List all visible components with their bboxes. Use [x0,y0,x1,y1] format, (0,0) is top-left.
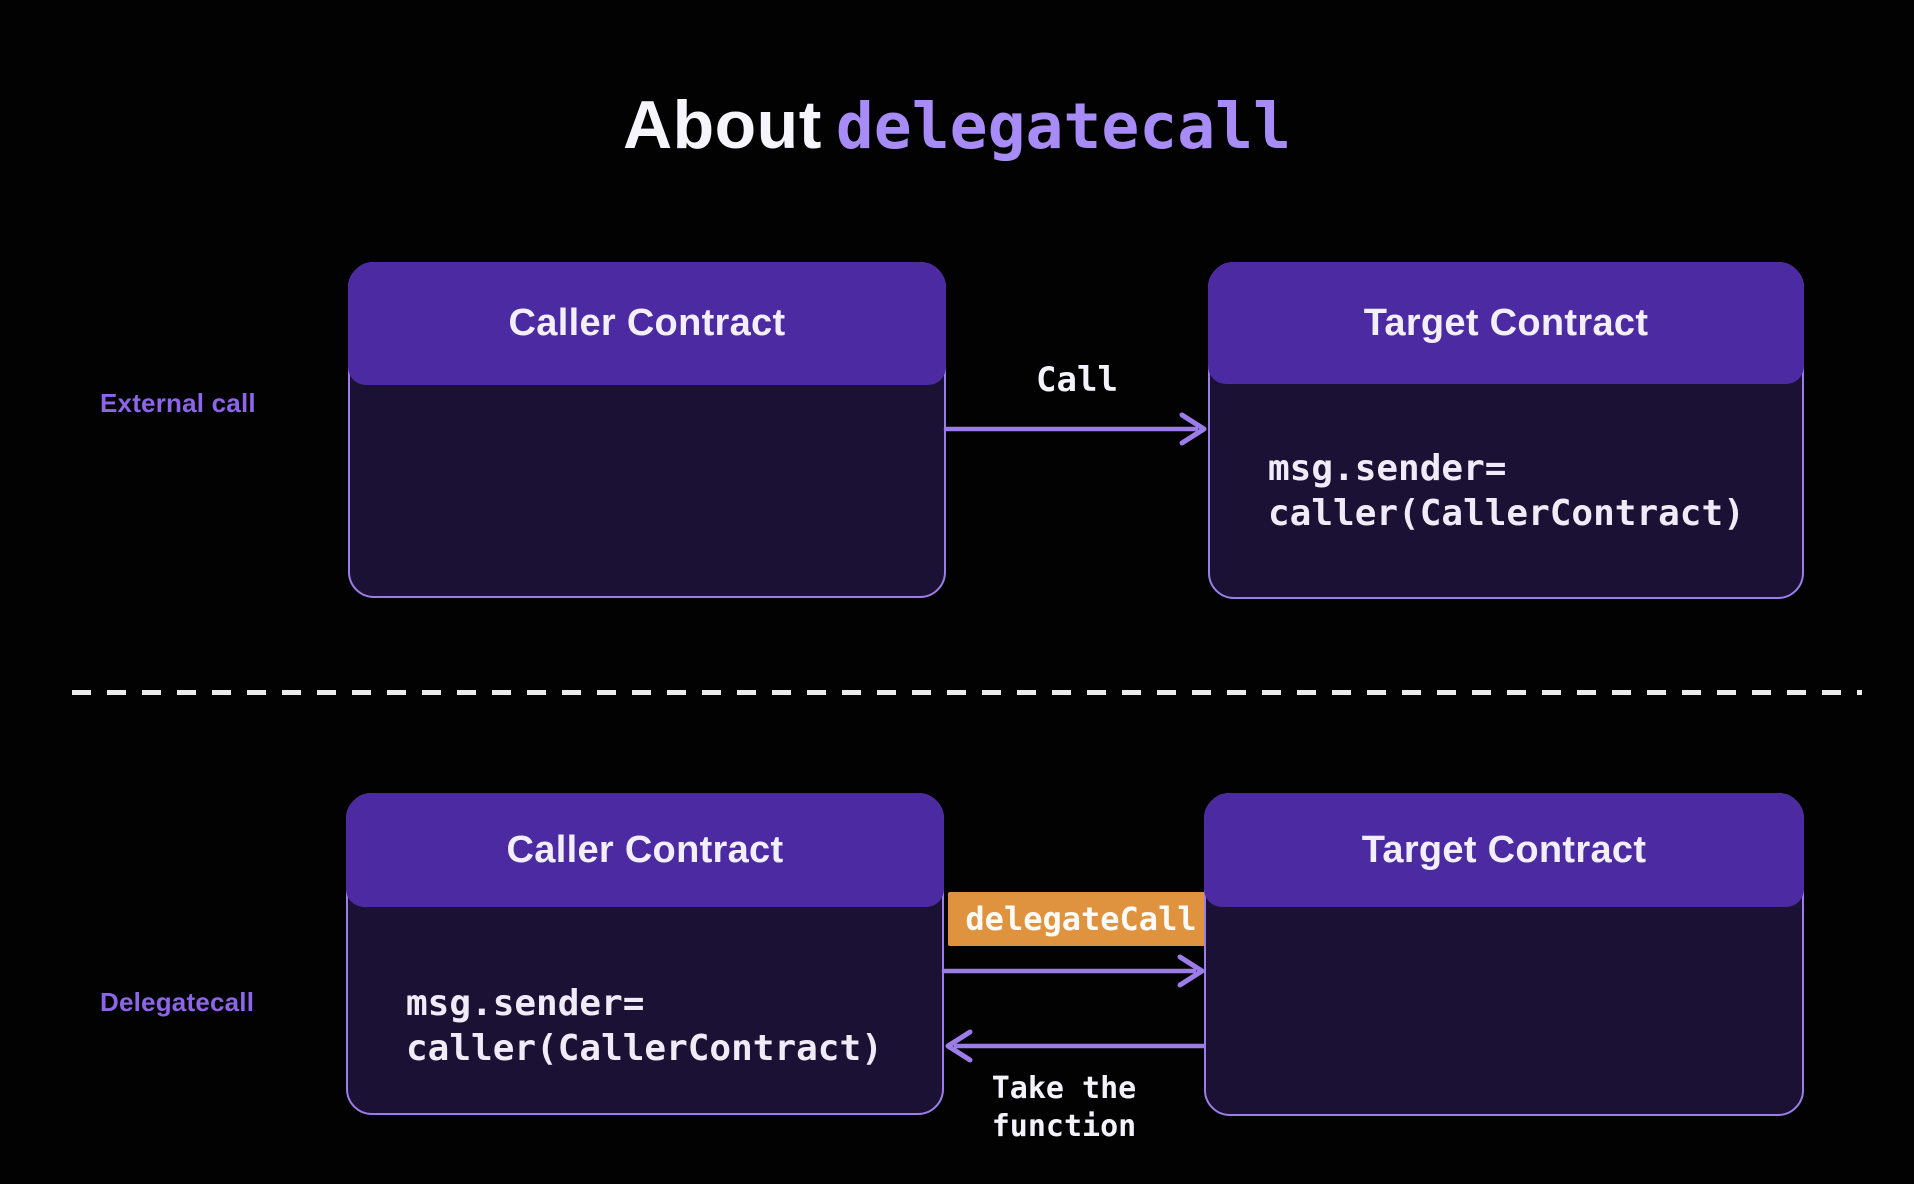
delegatecall-caller-code: msg.sender= caller(CallerContract) [406,981,942,1071]
external-target-code: msg.sender= caller(CallerContract) [1268,446,1802,536]
delegatecall-caller-contract-box: Caller Contract msg.sender= caller(Calle… [346,793,944,1115]
page-title-code: delegatecall [835,90,1292,163]
delegatecall-target-contract-box: Target Contract [1204,793,1804,1116]
row-label-delegatecall: Delegatecall [100,987,255,1017]
page-title-prefix: About [622,87,822,163]
return-arrow-label: Take the function [964,1070,1164,1146]
delegatecall-target-contract-header: Target Contract [1204,793,1804,907]
external-caller-contract-box: Caller Contract [348,262,946,598]
external-caller-contract-header: Caller Contract [348,262,946,385]
delegatecall-caller-contract-header: Caller Contract [346,793,944,907]
row-label-external-call: External call [100,388,256,418]
call-arrow-label: Call [1036,360,1118,400]
return-arrow-icon [945,1029,1209,1063]
code-line: msg.sender= [406,983,645,1024]
code-line: msg.sender= [1268,448,1507,489]
return-arrow-label-line1: Take the [991,1071,1137,1106]
code-line: caller(CallerContract) [406,1028,883,1069]
external-target-contract-box: Target Contract msg.sender= caller(Calle… [1208,262,1804,599]
delegatecall-arrow-icon [941,954,1205,988]
call-arrow-icon [943,412,1207,446]
delegatecall-badge: delegateCall [948,892,1214,946]
external-target-contract-header: Target Contract [1208,262,1804,384]
code-line: caller(CallerContract) [1268,493,1745,534]
section-divider [72,690,1862,695]
return-arrow-label-line2: function [991,1109,1137,1144]
